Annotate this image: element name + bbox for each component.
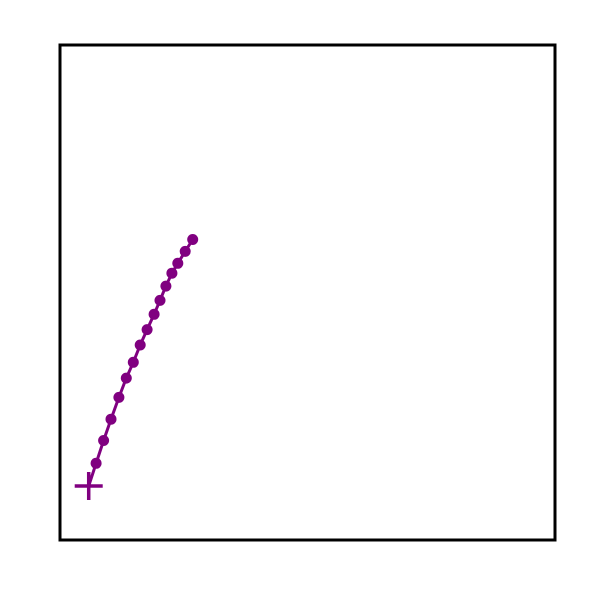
data-point (160, 280, 172, 292)
data-point (172, 257, 184, 269)
data-point (179, 245, 191, 257)
data-point (166, 267, 178, 279)
data-point (127, 356, 139, 368)
plot-area-frame (58, 43, 557, 542)
data-point (134, 339, 146, 351)
data-point (113, 391, 125, 403)
chart-marks (74, 234, 199, 501)
data-point (187, 234, 199, 245)
data-point (141, 324, 153, 336)
data-point (90, 457, 102, 469)
data-point (154, 294, 166, 306)
data-point (120, 372, 132, 384)
series-line (87, 238, 194, 487)
start-marker (74, 472, 103, 501)
data-point (98, 435, 110, 446)
data-point (148, 308, 160, 320)
data-point (105, 413, 117, 425)
